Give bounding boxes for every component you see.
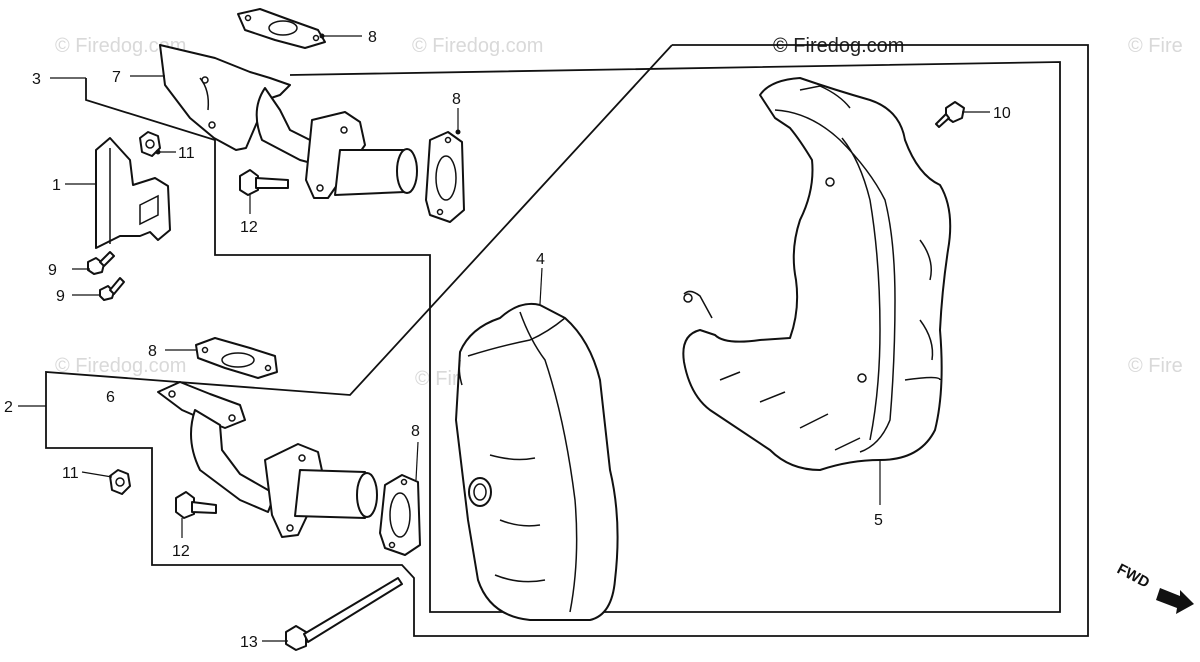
part-10-screw <box>935 101 965 128</box>
fwd-arrow-icon <box>1156 588 1194 614</box>
callout-9-b: 9 <box>56 288 65 305</box>
callout-8-mid: 8 <box>452 91 461 108</box>
outer-frame <box>45 44 1089 637</box>
group-boxes <box>45 44 1089 637</box>
part-12-bolt-upper <box>239 169 289 196</box>
callout-9-a: 9 <box>48 262 57 279</box>
callout-6: 6 <box>106 389 115 406</box>
assembly-3-bracket <box>85 61 1061 613</box>
callout-5: 5 <box>874 512 883 529</box>
part-8-gasket-mid <box>425 131 465 223</box>
callout-8-lower-right: 8 <box>411 423 420 440</box>
part-9-screws <box>87 251 125 301</box>
brand-label: © Firedog.com <box>773 35 904 57</box>
callout-11-lower: 11 <box>62 465 79 482</box>
callout-2: 2 <box>4 399 13 416</box>
part-8-gasket-lower <box>195 337 278 379</box>
callout-3: 3 <box>32 71 41 88</box>
callout-labels: 8 3 7 8 11 1 12 9 9 10 4 5 8 2 6 8 11 12… <box>4 29 1011 651</box>
part-13-long-bolt <box>285 577 403 651</box>
callout-4: 4 <box>536 251 545 268</box>
fwd-label: FWD <box>1114 561 1152 592</box>
part-4-muffler <box>455 302 619 621</box>
watermark-3: © Fire <box>1128 35 1183 57</box>
forward-direction-indicator: FWD <box>1114 561 1194 614</box>
watermark-2: © Firedog.com <box>412 35 543 57</box>
callout-10: 10 <box>993 105 1011 122</box>
callout-8-top: 8 <box>368 29 377 46</box>
part-1-bracket <box>95 137 171 249</box>
part-7-exhaust-pipe-upper <box>159 44 418 199</box>
part-5-protector <box>682 77 952 471</box>
callout-12-upper: 12 <box>240 219 258 236</box>
callout-1: 1 <box>52 177 61 194</box>
watermark-7: © Fire <box>1128 355 1183 377</box>
part-8-gasket-top <box>237 8 326 49</box>
part-11-nut-lower <box>109 469 131 495</box>
callout-leaders <box>18 33 990 642</box>
callout-12-lower: 12 <box>172 543 190 560</box>
callout-7: 7 <box>112 69 121 86</box>
part-6-exhaust-pipe-lower <box>157 381 378 538</box>
callout-11-upper: 11 <box>178 145 195 162</box>
part-8-gasket-bottom <box>379 474 421 556</box>
callout-13: 13 <box>240 634 258 651</box>
part-11-nut-upper <box>139 131 161 157</box>
part-12-bolt-lower <box>175 491 217 519</box>
watermark-4: © Firedog.com <box>55 355 186 377</box>
callout-8-lower-left: 8 <box>148 343 157 360</box>
watermark-1: © Firedog.com <box>55 35 186 57</box>
